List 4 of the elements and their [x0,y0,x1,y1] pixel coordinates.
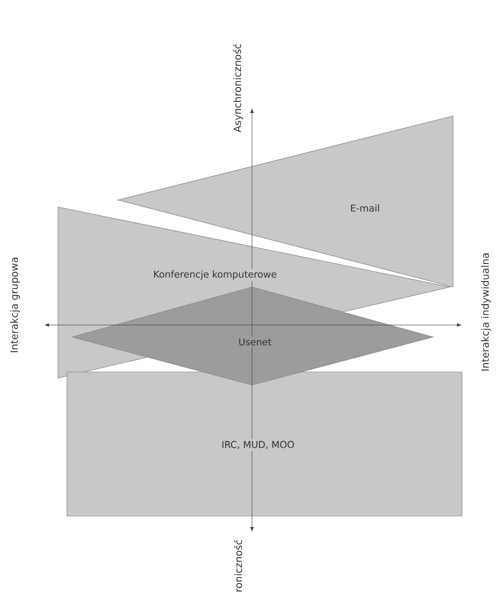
axis-label: Interakcja indywidualna [481,253,491,370]
rectangle-box: IRC, MUD, MOO [66,372,462,516]
axis-label: Interakcja grupowa [10,258,20,352]
axis-label: roniczność [234,540,242,592]
